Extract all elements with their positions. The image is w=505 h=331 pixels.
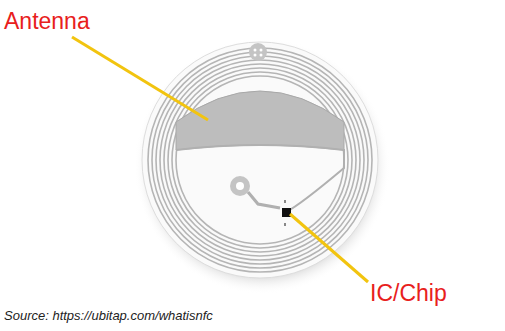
pad-trace	[248, 192, 280, 208]
tag-disc	[142, 42, 378, 278]
part-label: IC/Chip	[370, 280, 447, 307]
pad-top	[249, 43, 267, 61]
inner-plate	[176, 91, 344, 150]
chip-contact	[284, 200, 286, 203]
part-label: Antenna	[4, 8, 90, 35]
coil-winding	[156, 56, 364, 264]
antenna-coil	[148, 48, 372, 272]
pad-dot	[254, 49, 257, 52]
pad-dot	[260, 49, 263, 52]
pad-hole	[236, 182, 244, 190]
tag-shadow	[134, 38, 390, 294]
coil-winding	[160, 60, 360, 260]
coil-winding	[148, 48, 372, 272]
coil-winding	[164, 64, 356, 256]
pad-dot	[260, 54, 263, 57]
coil-winding	[172, 72, 348, 248]
leader-line	[290, 214, 368, 282]
coil-winding	[152, 52, 368, 268]
chip-contact	[284, 223, 286, 226]
pad-dot	[254, 54, 257, 57]
source-note: Source: https://ubitap.com/whatisnfc	[4, 308, 213, 323]
coil-winding	[176, 76, 344, 244]
coil-bridge	[176, 145, 344, 212]
leader-line	[72, 37, 208, 120]
coil-winding	[168, 68, 352, 252]
